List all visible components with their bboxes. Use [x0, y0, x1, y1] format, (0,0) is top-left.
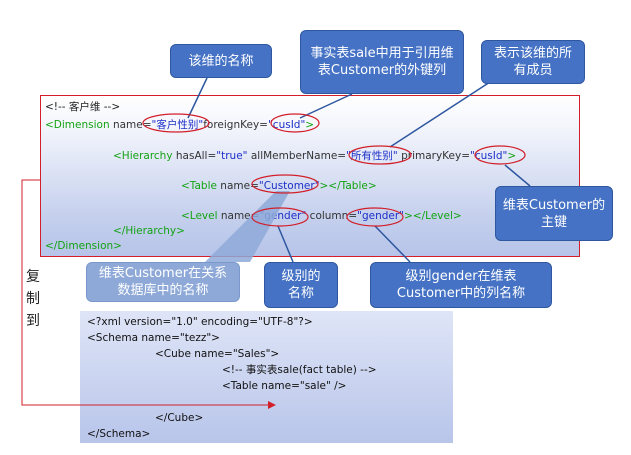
- dimension-xml-box: <!-- 客户维 --> <Dimension name="客户性别"forei…: [40, 95, 580, 257]
- ellipse-column-name: [346, 207, 404, 227]
- hasall-value: "true": [216, 150, 248, 162]
- copy-to-label-1: 复: [26, 269, 40, 285]
- foreign-key-value: "cusId": [267, 119, 306, 131]
- schema-line-xml-decl: <?xml version="1.0" encoding="UTF-8"?>: [87, 316, 313, 328]
- hasall-attr: hasAll=: [172, 150, 217, 162]
- callout-fact-foreign-key: 事实表sale中用于引用维表Customer的外键列: [300, 30, 464, 94]
- level-tag: <Level: [181, 210, 218, 222]
- callout-table-name: 维表Customer在关系数据库中的名称: [86, 262, 240, 302]
- dimension-close: >: [305, 119, 315, 131]
- schema-line-table: <Table name="sale" />: [222, 380, 347, 392]
- schema-line-cube-close: </Cube>: [155, 412, 204, 424]
- connector-dim-name: [187, 77, 208, 119]
- ellipse-level-name: [251, 207, 309, 227]
- dimension-name-value: "客户性别": [151, 119, 204, 131]
- dimension-line: <Dimension name="客户性别"foreignKey="cusId"…: [45, 119, 314, 132]
- schema-line-schema-close: </Schema>: [87, 428, 151, 440]
- level-column-attr: column=: [306, 210, 358, 222]
- dimension-tag: <Dimension: [45, 119, 110, 131]
- dimension-end: </Dimension>: [45, 240, 122, 252]
- callout-all-members: 表示该维的所有成员: [481, 40, 585, 84]
- table-name-value: "Customer": [258, 180, 320, 192]
- table-tag: <Table: [181, 180, 217, 192]
- schema-xml-box: <?xml version="1.0" encoding="UTF-8"?> <…: [80, 311, 453, 443]
- primary-key-attr: primaryKey=: [397, 150, 471, 162]
- copy-arrow-line: [21, 179, 270, 406]
- schema-line-schema-open: <Schema name="tezz">: [87, 332, 220, 344]
- hierarchy-line: <Hierarchy hasAll="true" allMemberName="…: [113, 150, 516, 163]
- ellipse-table-name: [251, 174, 319, 194]
- table-close: ></Table>: [319, 180, 377, 192]
- dimension-name-attr: name=: [109, 119, 152, 131]
- connector-pk: [504, 164, 531, 187]
- primary-key-value: "cusId": [470, 150, 508, 162]
- copy-arrow-head: [268, 401, 276, 409]
- callout-column-name: 级别gender在维表Customer中的列名称: [370, 262, 552, 308]
- callout-level-name: 级别的名称: [264, 262, 338, 308]
- comment-line: <!-- 客户维 -->: [45, 101, 121, 113]
- schema-line-fact-comment: <!-- 事实表sale(fact table) -->: [222, 364, 377, 376]
- schema-line-cube-open: <Cube name="Sales">: [155, 348, 280, 360]
- hierarchy-close: >: [507, 150, 517, 162]
- ellipse-foreign-key: [270, 113, 320, 133]
- hierarchy-tag: <Hierarchy: [113, 150, 173, 162]
- connector-level-name: [277, 225, 294, 263]
- callout-primary-key: 维表Customer的主键: [495, 186, 613, 241]
- foreign-key-attr: foreignKey=: [203, 119, 268, 131]
- level-column-value: "gender": [357, 210, 405, 222]
- copy-to-label-3: 到: [26, 313, 40, 329]
- connector-column-name: [374, 225, 411, 263]
- callout-dimension-name: 该维的名称: [170, 44, 272, 78]
- ellipse-all-member-name: [348, 145, 412, 165]
- connector-all-members: [389, 81, 491, 148]
- all-member-name-value: "所有性别": [346, 150, 398, 162]
- copy-to-label-2: 制: [26, 291, 40, 307]
- table-line: <Table name="Customer"></Table>: [181, 180, 377, 193]
- table-name-attr: name=: [216, 180, 259, 192]
- ellipse-primary-key: [474, 145, 526, 165]
- connector-fact-fk: [299, 93, 353, 119]
- ellipse-dimension-name: [142, 113, 210, 133]
- hierarchy-end: </Hierarchy>: [113, 225, 185, 237]
- level-close: ></Level>: [404, 210, 462, 222]
- all-member-name-attr: allMemberName=: [247, 150, 347, 162]
